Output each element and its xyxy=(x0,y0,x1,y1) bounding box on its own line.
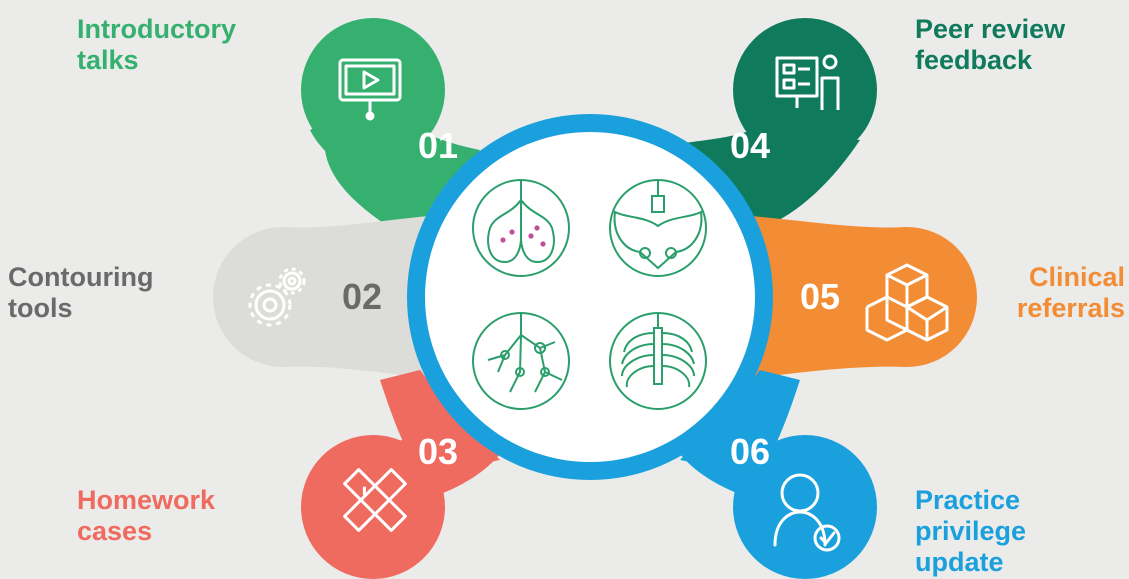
user-check-icon xyxy=(773,473,841,552)
step-06-blob xyxy=(670,370,877,579)
step-02-blob xyxy=(213,215,440,380)
hub xyxy=(407,114,773,480)
cubes-icon xyxy=(865,263,949,342)
lymph-nodes-icon xyxy=(472,312,570,410)
step-02-label: Contouring tools xyxy=(8,262,154,323)
step-05-label: Clinical referrals xyxy=(1016,262,1125,323)
gears-icon xyxy=(248,267,306,327)
step-01-number: 01 xyxy=(418,125,458,166)
step-06-label: Practice privilege update xyxy=(915,485,1027,577)
step-01-label: Introductory talks xyxy=(77,14,236,75)
ribcage-icon xyxy=(609,312,707,410)
step-04-label: Peer review feedback xyxy=(915,14,1066,75)
step-03-blob xyxy=(301,370,510,579)
step-05-blob xyxy=(740,215,977,380)
step-04-number: 04 xyxy=(730,125,770,166)
pelvis-icon xyxy=(609,179,707,277)
pencil-ruler-icon xyxy=(343,468,407,532)
step-05-number: 05 xyxy=(800,276,840,317)
step-03-label: Homework cases xyxy=(77,485,216,546)
step-02-number: 02 xyxy=(342,276,382,317)
presentation-screen-icon xyxy=(338,58,402,121)
presenter-board-icon xyxy=(775,54,840,110)
step-06-number: 06 xyxy=(730,431,770,472)
lungs-icon xyxy=(472,179,570,277)
step-03-number: 03 xyxy=(418,431,458,472)
